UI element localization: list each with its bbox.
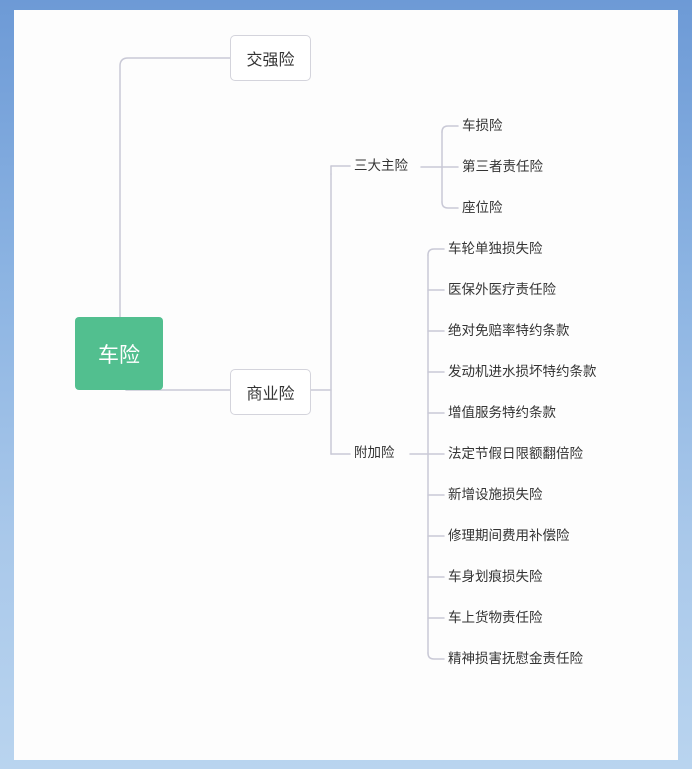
- group-node-main-insurance[interactable]: 三大主险: [354, 157, 408, 175]
- addon-item-2[interactable]: 医保外医疗责任险: [448, 282, 556, 298]
- addon-item-3[interactable]: 绝对免赔率特约条款: [448, 323, 570, 339]
- addon-item-8[interactable]: 修理期间费用补偿险: [448, 528, 570, 544]
- mind-map-connectors: [119, 57, 459, 660]
- branch-label: 交强险: [246, 50, 295, 69]
- main-item-3[interactable]: 座位险: [462, 200, 503, 216]
- group-label: 三大主险: [354, 158, 408, 174]
- addon-item-4[interactable]: 发动机进水损坏特约条款: [448, 364, 597, 380]
- group-label: 附加险: [354, 445, 395, 461]
- main-item-2[interactable]: 第三者责任险: [462, 159, 543, 175]
- branch-label: 商业险: [246, 384, 295, 403]
- root-label: 车险: [98, 342, 140, 367]
- addon-item-6[interactable]: 法定节假日限额翻倍险: [448, 446, 583, 462]
- connector-addon-leaf-11: [427, 652, 445, 660]
- addon-item-7[interactable]: 新增设施损失险: [448, 487, 543, 503]
- addon-item-11[interactable]: 精神损害抚慰金责任险: [448, 651, 583, 667]
- branch-node-compulsory[interactable]: 交强险: [230, 35, 311, 81]
- root-node[interactable]: 车险: [75, 317, 163, 390]
- mind-map-canvas: 车险 交强险 商业险 三大主险 附加险 车损险第三者责任险座位险 车轮单独损失险…: [14, 10, 678, 760]
- addon-item-10[interactable]: 车上货物责任险: [448, 610, 543, 626]
- addon-item-9[interactable]: 车身划痕损失险: [448, 569, 543, 585]
- connector-root-compulsory: [119, 57, 231, 318]
- addon-item-1[interactable]: 车轮单独损失险: [448, 241, 543, 257]
- connector-main-leaf-1: [441, 125, 459, 133]
- connector-main-leaf-3: [441, 201, 459, 209]
- main-item-1[interactable]: 车损险: [462, 118, 503, 134]
- addon-item-5[interactable]: 增值服务特约条款: [448, 405, 556, 421]
- connector-addon-leaf-1: [427, 248, 445, 256]
- branch-node-commercial[interactable]: 商业险: [230, 369, 311, 415]
- group-node-additional-insurance[interactable]: 附加险: [354, 444, 395, 462]
